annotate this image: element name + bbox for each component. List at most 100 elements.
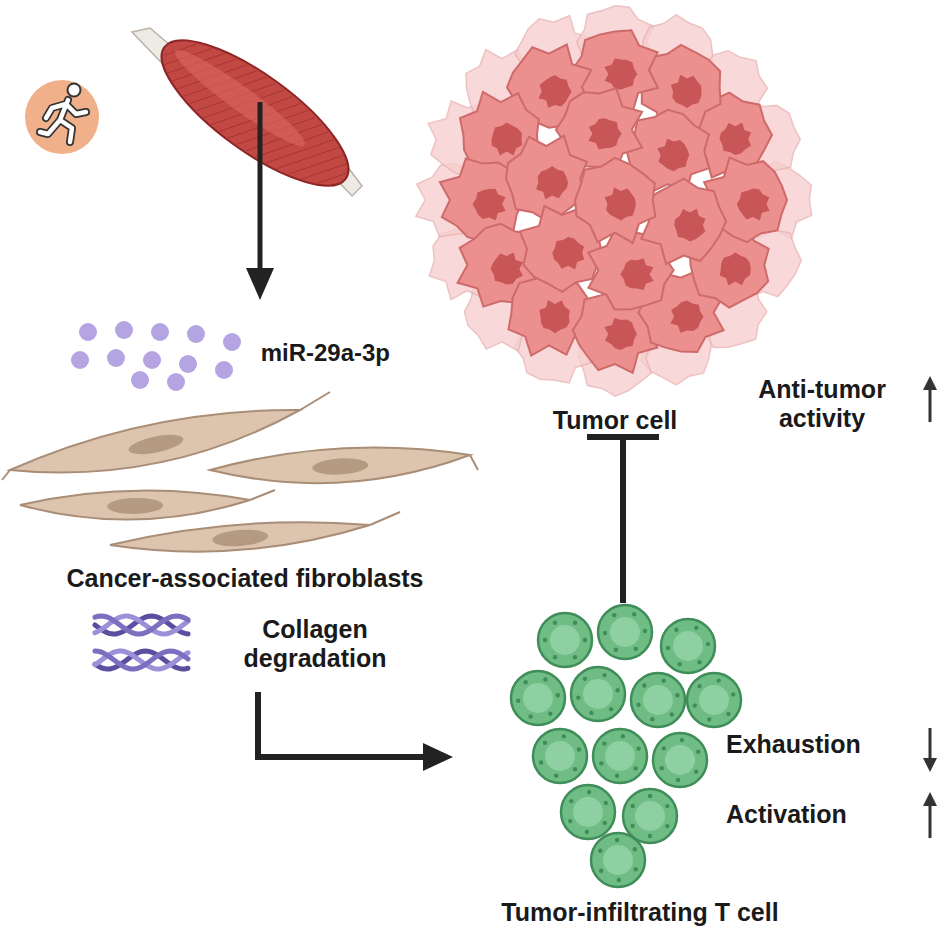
art-stroke: [615, 688, 619, 692]
art-stroke: [602, 741, 606, 745]
inhibition-bar: [587, 434, 659, 440]
art-stroke: [697, 684, 701, 688]
art-stroke: [107, 349, 125, 367]
art-stroke: [588, 118, 621, 149]
node-label: Tumor cell: [553, 406, 678, 435]
art-stroke: [603, 845, 633, 875]
art-stroke: [223, 333, 241, 351]
art-stroke: [593, 729, 647, 783]
art-stroke: [562, 734, 566, 738]
art-stroke: [665, 804, 669, 808]
label-box: Activation: [726, 800, 921, 829]
art-stroke: [615, 774, 619, 778]
art-stroke: [648, 794, 652, 798]
art-stroke: [602, 673, 606, 677]
art-stroke: [583, 679, 613, 709]
art-stroke: [553, 655, 557, 659]
art-stroke: [143, 351, 161, 369]
art-stroke: [599, 761, 603, 765]
art-stroke: [737, 189, 770, 221]
status-label: Exhaustion: [726, 730, 861, 759]
art-stroke: [631, 673, 685, 727]
node-label: Tumor-infiltrating T cell: [501, 898, 778, 927]
art-stroke: [573, 767, 577, 771]
art-stroke: [609, 707, 613, 711]
art-stroke: [115, 321, 133, 339]
art-stroke: [676, 778, 680, 782]
art-stroke: [167, 373, 185, 391]
art-stroke: [634, 867, 638, 871]
art-stroke: [643, 629, 647, 633]
art-stroke: [539, 300, 569, 333]
art-stroke: [127, 431, 185, 458]
art-stroke: [528, 714, 532, 718]
label-box: Exhaustion: [726, 730, 921, 759]
art-stroke: [583, 638, 587, 642]
art-stroke: [583, 677, 587, 681]
art-stroke: [612, 613, 616, 617]
art-stroke: [553, 620, 557, 624]
art-stroke: [648, 834, 652, 838]
mirna-node: miR-29a-3p: [70, 318, 390, 388]
art-stroke: [632, 612, 636, 616]
art-stroke: [621, 734, 625, 738]
art-stroke: [731, 692, 735, 696]
art-stroke: [300, 392, 330, 410]
art-stroke: [107, 497, 163, 514]
art-stroke: [660, 766, 664, 770]
art-stroke: [634, 647, 638, 651]
art-stroke: [575, 158, 655, 243]
mirna-dots: [71, 321, 241, 391]
art-stroke: [536, 166, 568, 199]
art-stroke: [599, 869, 603, 873]
art-stroke: [687, 673, 741, 727]
art-stroke: [693, 703, 697, 707]
art-stroke: [603, 631, 607, 635]
node-label: Collagen degradation: [220, 615, 410, 673]
art-stroke: [79, 323, 97, 341]
connector-line: [258, 692, 427, 757]
art-stroke: [212, 528, 269, 548]
art-stroke: [671, 75, 702, 108]
art-stroke: [561, 785, 615, 839]
art-stroke: [543, 741, 547, 745]
collagen-node: Collagen degradation: [90, 598, 410, 690]
fibroblast-node: Cancer-associated fibroblasts: [0, 385, 490, 593]
art-stroke: [636, 702, 640, 706]
connector-line: [620, 437, 626, 603]
art-stroke: [577, 747, 581, 751]
art-stroke: [653, 733, 707, 787]
art-stroke: [545, 741, 575, 771]
muscle-illustration: [132, 16, 368, 209]
art-stroke: [470, 455, 478, 470]
art-stroke: [539, 75, 572, 108]
art-stroke: [591, 833, 645, 887]
tumor-node: Tumor cell: [440, 15, 790, 435]
art-stroke: [680, 738, 684, 742]
art-stroke: [312, 457, 369, 476]
art-stroke: [662, 746, 666, 750]
art-stroke: [661, 679, 665, 683]
art-stroke: [615, 838, 619, 842]
art-stroke: [657, 139, 689, 172]
art-stroke: [543, 638, 547, 642]
art-stroke: [539, 760, 543, 764]
art-stroke: [550, 625, 580, 655]
runner-icon: [25, 80, 99, 154]
art-stroke: [720, 252, 751, 285]
art-stroke: [210, 448, 470, 484]
art-stroke: [554, 773, 558, 777]
art-stroke: [187, 325, 205, 343]
art-stroke: [673, 631, 703, 661]
art-stroke: [650, 717, 654, 721]
collagen-icon: [95, 616, 188, 669]
art-stroke: [670, 301, 703, 333]
art-stroke: [642, 683, 646, 687]
art-stroke: [635, 801, 665, 831]
art-stroke: [696, 750, 700, 754]
art-stroke: [610, 617, 640, 647]
art-stroke: [491, 252, 524, 284]
art-stroke: [706, 642, 710, 646]
tumor-illustration: [416, 6, 812, 397]
